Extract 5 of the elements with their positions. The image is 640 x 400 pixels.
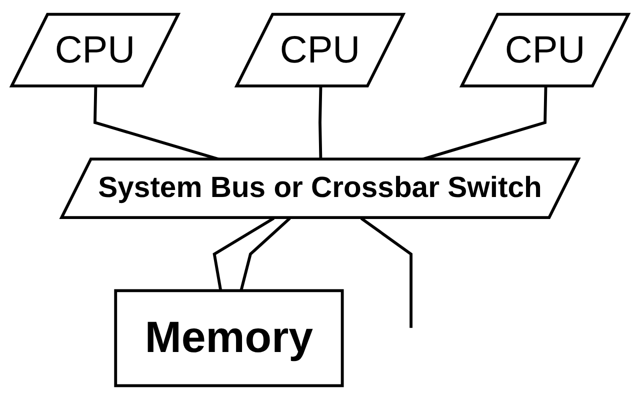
node-box: Memory [114,289,344,388]
connector [318,86,322,160]
connector [360,217,412,328]
connector [240,217,291,292]
connector [212,217,275,291]
